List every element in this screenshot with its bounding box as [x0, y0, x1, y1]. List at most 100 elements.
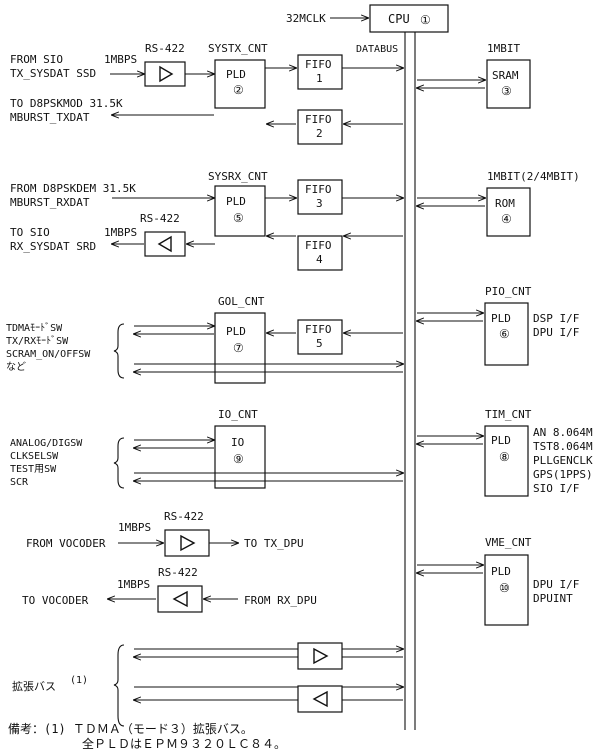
note-line-2: 全ＰＬＤはＥＰＭ９３２０ＬＣ８４。: [82, 736, 286, 751]
gol-brace: [113, 323, 125, 379]
fifo5-box: [297, 319, 343, 355]
pio-signal-1: DSP I/F: [533, 312, 579, 325]
tim-signal-1: AN 8.064M: [533, 426, 593, 439]
sysrx-rs-label: RS-422: [140, 212, 180, 225]
gol-pld-number: ⑦: [233, 341, 244, 355]
pio-pld-box: [484, 302, 529, 366]
voc-tx-rate: 1MBPS: [118, 521, 151, 534]
systx-output-2: MBURST_TXDAT: [10, 111, 90, 124]
sysrx-output-1: TO SIO: [10, 226, 50, 239]
vme-pld-box: [484, 554, 529, 626]
io-title: IO_CNT: [218, 408, 258, 421]
systx-title: SYSTX_CNT: [208, 42, 268, 55]
gol-signal-1: TDMAﾓｰﾄﾞSW: [6, 322, 63, 334]
gol-signal-4: など: [6, 361, 26, 373]
fifo2-label: FIFO: [305, 113, 332, 126]
vme-signal-2: DPUINT: [533, 592, 573, 605]
driver-left-icon: [312, 690, 328, 708]
ext-brace: [113, 644, 125, 727]
driver-right-icon: [313, 647, 329, 665]
systx-input-1: FROM SIO: [10, 53, 63, 66]
databus-label: DATABUS: [356, 44, 398, 55]
fifo3-label: FIFO: [305, 183, 332, 196]
sysrx-output-2: RX_SYSDAT SRD: [10, 240, 96, 253]
systx-input-rate: 1MBPS: [104, 53, 137, 66]
systx-rs-label: RS-422: [145, 42, 185, 55]
databus: [404, 32, 416, 730]
driver-left-icon: [157, 235, 172, 253]
tim-pld-number: ⑧: [499, 450, 510, 464]
systx-pld-box: [214, 59, 266, 109]
tim-pld-label: PLD: [491, 434, 511, 447]
pio-pld-label: PLD: [491, 312, 511, 325]
voc-rx-from: FROM RX_DPU: [244, 594, 317, 607]
voc-tx-rs: RS-422: [164, 510, 204, 523]
sram-capacity: 1MBIT: [487, 42, 520, 55]
fifo1-box: [297, 54, 343, 90]
sysrx-input-2: MBURST_RXDAT: [10, 196, 90, 209]
tim-title: TIM_CNT: [485, 408, 532, 421]
ext-bus-superscript: (1): [70, 675, 88, 686]
gol-signal-2: TX/RXﾓｰﾄﾞSW: [6, 335, 69, 347]
systx-output-1: TO D8PSKMOD 31.5K: [10, 97, 123, 110]
voc-tx-from: FROM VOCODER: [26, 537, 106, 550]
pio-signal-2: DPU I/F: [533, 326, 579, 339]
gol-title: GOL_CNT: [218, 295, 265, 308]
io-brace: [113, 437, 125, 489]
fifo2-number: 2: [316, 127, 323, 140]
rom-box: [486, 187, 531, 237]
fifo1-number: 1: [316, 72, 323, 85]
voc-rx-rate: 1MBPS: [117, 578, 150, 591]
io-signal-3: TEST用SW: [10, 464, 57, 475]
fifo3-number: 3: [316, 197, 323, 210]
sram-box: [486, 59, 531, 109]
systx-input-2: TX_SYSDAT SSD: [10, 67, 96, 80]
driver-left-icon: [172, 590, 188, 608]
driver-right-icon: [180, 534, 196, 552]
fifo3-box: [297, 179, 343, 215]
io-signal-2: CLKSELSW: [10, 451, 59, 462]
cpu-clock-label: 32MCLK: [286, 12, 326, 25]
cpu-box: [369, 4, 449, 33]
fifo2-box: [297, 109, 343, 145]
fifo1-label: FIFO: [305, 58, 332, 71]
gol-pld-box: [214, 312, 266, 384]
cpu-label: CPU: [388, 12, 410, 26]
tim-signal-2: TST8.064M: [533, 440, 593, 453]
sram-label: SRAM: [492, 69, 519, 82]
rom-label: ROM: [495, 197, 515, 210]
voc-rx-to: TO VOCODER: [22, 594, 89, 607]
sysrx-input-1: FROM D8PSKDEM 31.5K: [10, 182, 136, 195]
systx-pld-number: ②: [233, 83, 244, 97]
fifo4-label: FIFO: [305, 239, 332, 252]
io-label: IO: [231, 436, 244, 449]
io-box: [214, 425, 266, 489]
pio-pld-number: ⑥: [499, 327, 510, 341]
note-line-1: 備考：(1) ＴＤＭＡ（モード３）拡張バス。: [8, 721, 253, 736]
pio-title: PIO_CNT: [485, 285, 532, 298]
systx-pld-label: PLD: [226, 68, 246, 81]
rom-capacity: 1MBIT(2/4MBIT): [487, 170, 580, 183]
vme-signal-1: DPU I/F: [533, 578, 579, 591]
tim-pld-box: [484, 425, 529, 497]
vme-title: VME_CNT: [485, 536, 532, 549]
sram-number: ③: [501, 84, 512, 98]
sysrx-pld-label: PLD: [226, 195, 246, 208]
vme-pld-number: ⑩: [499, 581, 510, 595]
gol-pld-label: PLD: [226, 325, 246, 338]
gol-signal-3: SCRAM_ON/OFFSW: [6, 349, 91, 360]
vme-pld-label: PLD: [491, 565, 511, 578]
io-number: ⑨: [233, 452, 244, 466]
fifo5-label: FIFO: [305, 323, 332, 336]
io-signal-1: ANALOG/DIGSW: [10, 438, 83, 449]
cpu-number: ①: [420, 13, 431, 27]
tim-signal-5: SIO I/F: [533, 482, 579, 495]
io-signal-4: SCR: [10, 477, 29, 488]
fifo5-number: 5: [316, 337, 323, 350]
fifo4-box: [297, 235, 343, 271]
sysrx-pld-box: [214, 185, 266, 237]
sysrx-output-rate: 1MBPS: [104, 226, 137, 239]
tim-signal-3: PLLGENCLK: [533, 454, 593, 467]
rom-number: ④: [501, 212, 512, 226]
